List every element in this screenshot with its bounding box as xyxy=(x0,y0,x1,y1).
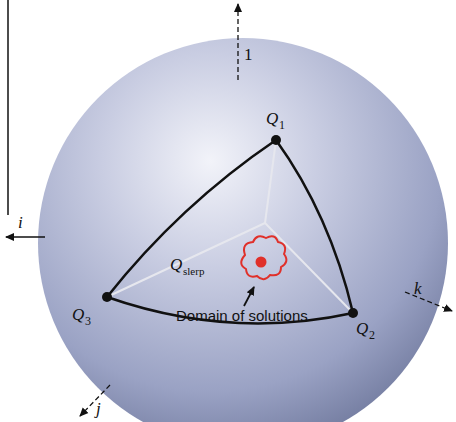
point-label: Q xyxy=(170,256,182,273)
axis-label: j xyxy=(96,400,101,417)
point-label: Q xyxy=(356,320,368,337)
unit-sphere xyxy=(38,38,448,422)
point-label: Q xyxy=(72,306,84,323)
quaternion-points xyxy=(102,135,358,318)
axis-i xyxy=(6,236,45,238)
axis-1 xyxy=(237,4,238,80)
frame-line xyxy=(7,0,9,215)
solution-domain-cloud xyxy=(241,236,286,279)
point-subscript: 3 xyxy=(85,315,91,327)
point-subscript: 1 xyxy=(279,119,285,131)
radius-lines xyxy=(107,140,353,313)
axis-label: k xyxy=(414,280,422,297)
point-subscript: 2 xyxy=(369,329,375,341)
axis-j xyxy=(80,385,110,416)
axis-k xyxy=(405,292,452,311)
slerp-point xyxy=(256,257,267,268)
callout-text: Domain of solutions xyxy=(176,308,308,323)
point-label: Q xyxy=(266,110,278,127)
domain-pointer xyxy=(244,287,254,306)
spherical-triangle xyxy=(107,140,353,323)
axis-label: i xyxy=(18,214,23,231)
axis-label: 1 xyxy=(244,46,253,63)
point-subscript: slerp xyxy=(183,266,204,277)
